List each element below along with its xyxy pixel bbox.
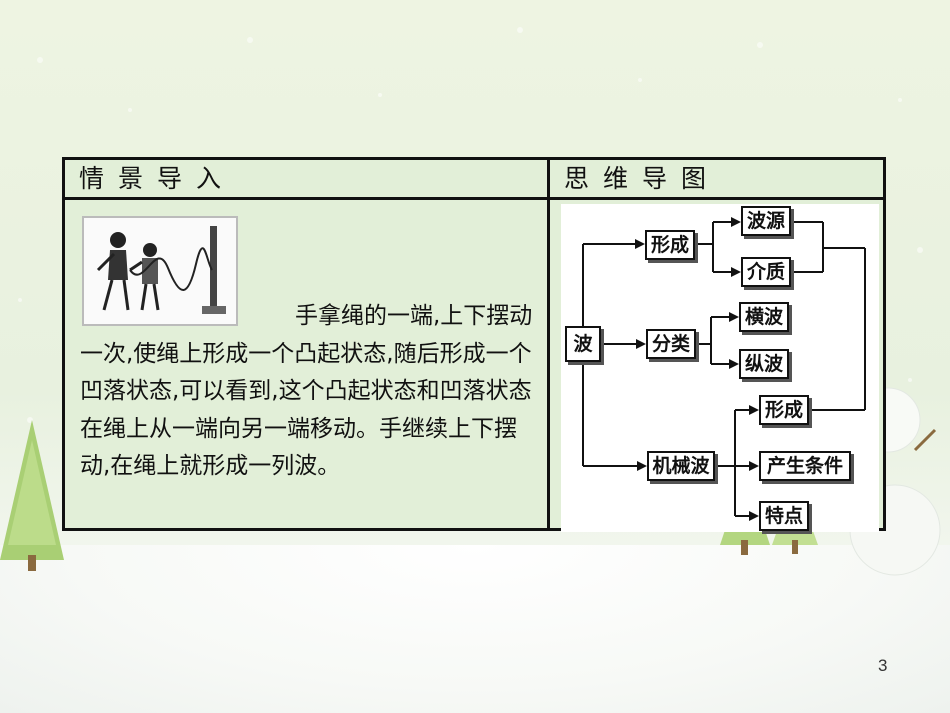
mindmap-branch-classification: 分类 — [646, 329, 696, 359]
mind-map: 波 形成 波源 介质 分类 横波 纵波 机械波 形成 产生条件 特点 — [561, 204, 879, 532]
mindmap-branch-mechanical-wave: 机械波 — [647, 451, 715, 481]
mindmap-leaf-conditions: 产生条件 — [759, 451, 851, 481]
mindmap-leaf-formation: 形成 — [759, 395, 809, 425]
mindmap-root-node: 波 — [565, 326, 601, 362]
mindmap-leaf-transverse-wave: 横波 — [739, 302, 789, 332]
mindmap-leaf-characteristics: 特点 — [759, 501, 809, 531]
scenario-intro-header: 情景导入 — [65, 160, 547, 200]
mindmap-leaf-medium: 介质 — [741, 257, 791, 287]
left-tree-icon — [0, 420, 64, 571]
mindmap-branch-formation: 形成 — [645, 230, 695, 260]
rope-wave-illustration — [82, 216, 238, 326]
mindmap-leaf-longitudinal-wave: 纵波 — [739, 349, 789, 379]
page-number: 3 — [878, 656, 888, 675]
mind-map-connectors — [582, 217, 866, 521]
content-table: 情景导入 思维导图 手拿绳的一端,上下摆动一次,使绳上形成一个凸起状态,随后形成… — [62, 157, 886, 532]
mindmap-leaf-wave-source: 波源 — [741, 206, 791, 236]
scenario-passage: 手拿绳的一端,上下摆动一次,使绳上形成一个凸起状态,随后形成一个凹落状态,可以看… — [80, 303, 533, 479]
column-divider — [547, 160, 550, 528]
mind-map-header: 思维导图 — [550, 160, 883, 200]
snow-ground — [0, 545, 950, 713]
